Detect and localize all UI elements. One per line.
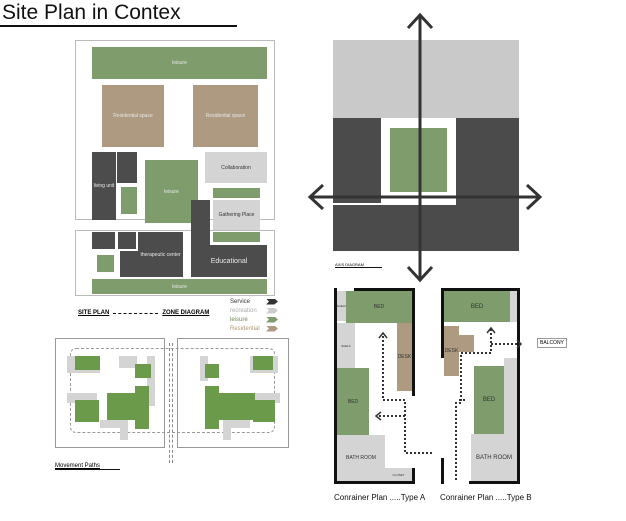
zone-service [117,152,137,183]
closet-a: CLOSET [385,468,412,481]
caption-type-b: Conrainer Plan .....Type B [440,493,532,502]
caption-site-plan: SITE PLAN [78,310,110,316]
zone-educational: Educational [191,245,267,277]
desk-a: DESK [397,323,412,391]
path-arrow-a [374,331,432,454]
bed-b-top: BED [444,291,510,322]
legend-residential: Residential [230,324,278,333]
zone-therapeutic: therapeutic center [138,232,183,277]
bed-a-top: BED [346,291,412,323]
legend-leisure: leisure [230,315,278,324]
caption-type-a: Conrainer Plan .....Type A [334,493,426,502]
legend: Service recreation leisure Residential [230,297,278,333]
legend-recreation: recreation [230,306,278,315]
path-arrow-b [455,326,523,480]
site-plan: leisure Residential space Residential sp… [75,40,275,296]
balcony-label: BALCONY [537,338,567,348]
page-title: Site Plan in Contex [2,1,181,24]
shelf-a2: SHELF [337,323,355,368]
bed-b: BED [474,366,504,434]
container-type-a: SHELF BED SHELF DESK BED BATH ROOM CLOSE… [334,288,432,484]
movement-diagram [55,338,289,463]
zone-gathering-place: Gathering Place [213,200,260,230]
zone-living-unit: living unit [92,152,116,220]
axis-caption: AXIS DIAGRAM [335,262,382,268]
bathroom-b: BATH ROOM [471,434,517,481]
zone-residential-1: Residential space [102,85,164,147]
zone-green-small [121,187,137,214]
shelf-a1: SHELF [337,291,346,321]
title-underline [0,25,237,27]
zone-leisure-center: leisure [145,160,198,223]
zone-leisure-bottom: leisure [92,279,267,294]
zone-leisure-top: leisure [92,47,267,79]
container-type-b: BED DESK BED BATH ROOM [441,288,523,484]
legend-service: Service [230,297,278,306]
bathroom-a: BATH ROOM [337,435,385,481]
zone-collaboration: Collaboration [205,152,267,183]
desk-b: DESK [444,326,459,376]
zone-residential-2: Residential space [193,85,258,147]
caption-zone-diagram: ZONE DIAGRAM [162,310,210,316]
axis-arrows [307,12,543,283]
movement-caption: Movement Paths [55,463,121,470]
bed-a-bottom: BED [337,368,369,435]
site-plan-caption: SITE PLAN ZONE DIAGRAM [78,310,209,316]
